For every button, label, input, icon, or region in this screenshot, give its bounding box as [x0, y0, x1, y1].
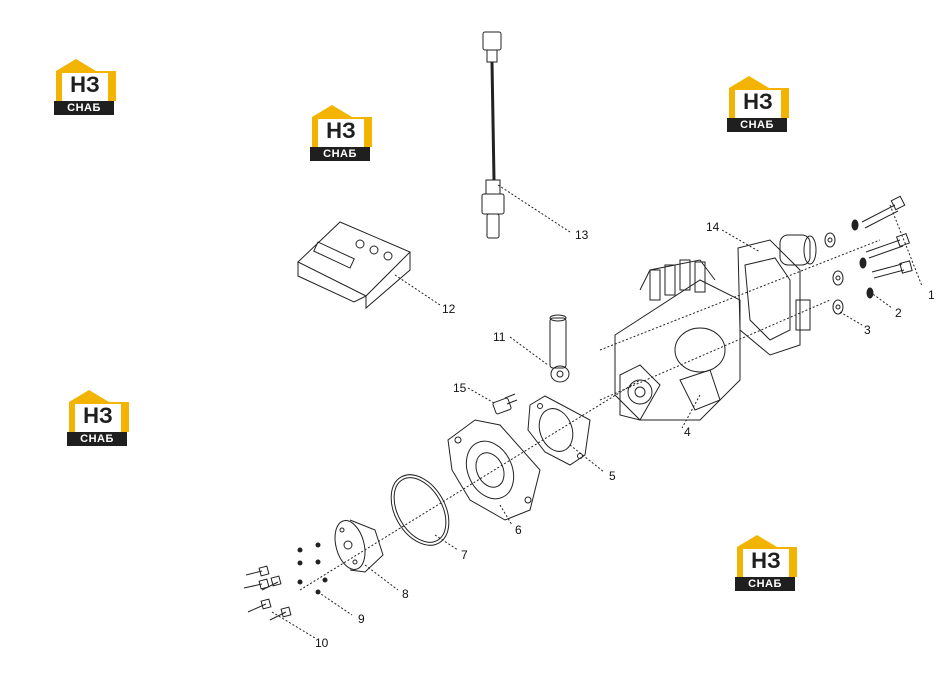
flat-washers	[824, 232, 844, 315]
brand-logo-5: НЗ СНАБ	[735, 533, 799, 591]
callout-2: 2	[895, 306, 902, 320]
logo-name: СНАБ	[54, 101, 114, 115]
brand-logo-4: НЗ СНАБ	[67, 388, 131, 446]
injection-pump	[614, 259, 741, 421]
logo-letters: НЗ	[743, 89, 773, 114]
callout-12: 12	[442, 302, 456, 316]
logo-letters: НЗ	[70, 72, 100, 97]
callout-9: 9	[358, 612, 365, 626]
banjo-fitting	[549, 314, 570, 383]
callout-10: 10	[315, 636, 329, 650]
logo-name: СНАБ	[67, 432, 127, 446]
callout-14: 14	[706, 220, 720, 234]
logo-letters: НЗ	[83, 403, 113, 428]
leader-lines	[271, 184, 923, 639]
logo-name: СНАБ	[735, 577, 795, 591]
house-icon	[312, 105, 372, 147]
small-bolts-left	[243, 565, 292, 621]
callout-8: 8	[402, 587, 409, 601]
adapter-housing	[447, 419, 541, 521]
callout-13: 13	[575, 228, 589, 242]
callout-6: 6	[515, 523, 522, 537]
house-icon	[56, 59, 116, 101]
logo-name: СНАБ	[727, 118, 787, 132]
bolts-right	[861, 195, 913, 279]
callout-1: 1	[928, 288, 935, 302]
callout-11: 11	[493, 330, 506, 344]
logo-letters: НЗ	[751, 548, 781, 573]
logo-letters: НЗ	[326, 118, 356, 143]
callout-3: 3	[864, 323, 871, 337]
gasket	[527, 395, 591, 466]
brand-logo-2: НЗ СНАБ	[310, 103, 374, 161]
house-icon	[729, 76, 789, 118]
lock-washers-left	[297, 542, 328, 595]
house-icon	[737, 535, 797, 577]
lock-washers	[851, 219, 874, 299]
speed-sensor	[481, 31, 505, 239]
callout-4: 4	[684, 425, 691, 439]
o-ring	[390, 474, 450, 546]
callout-15: 15	[453, 381, 467, 395]
drive-flange	[334, 519, 384, 573]
governor-housing	[737, 234, 817, 356]
brand-logo-1: НЗ СНАБ	[54, 57, 118, 115]
callout-7: 7	[461, 548, 468, 562]
logo-name: СНАБ	[310, 147, 370, 161]
brand-logo-3: НЗ СНАБ	[727, 74, 791, 132]
house-icon	[69, 390, 129, 432]
bolt-15	[492, 393, 518, 415]
electronic-controller	[297, 221, 411, 310]
callout-5: 5	[609, 469, 616, 483]
